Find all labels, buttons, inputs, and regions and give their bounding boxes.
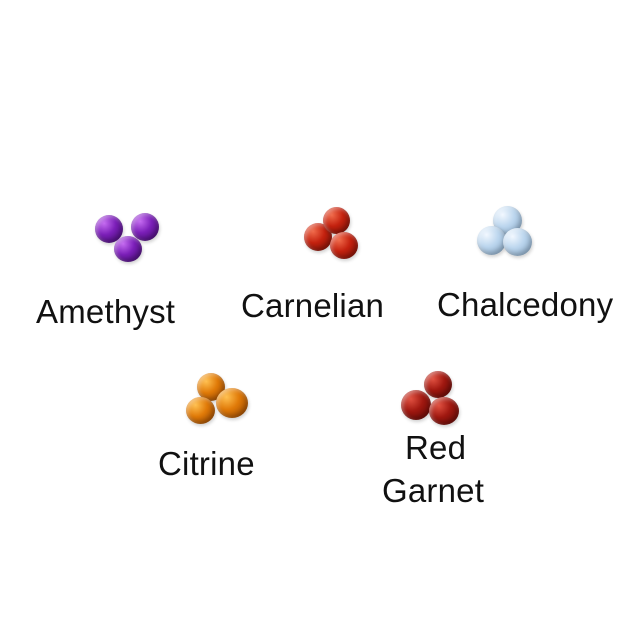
red-garnet-stone-2 bbox=[401, 390, 431, 420]
chalcedony-stone-2 bbox=[477, 226, 506, 255]
chalcedony-stone-3 bbox=[503, 228, 532, 256]
citrine-stone-3 bbox=[216, 388, 248, 418]
amethyst-stone-3 bbox=[114, 236, 142, 262]
red-garnet-stone-1 bbox=[424, 371, 452, 398]
amethyst-stone-2 bbox=[131, 213, 159, 241]
carnelian-stone-3 bbox=[330, 232, 358, 259]
red-garnet-label-line2: Garnet bbox=[382, 472, 485, 509]
amethyst-label: Amethyst bbox=[36, 293, 176, 330]
citrine-label: Citrine bbox=[158, 445, 255, 482]
red-garnet-label-line1: Red bbox=[405, 429, 467, 466]
citrine-stone-2 bbox=[186, 397, 215, 424]
red-garnet-stone-3 bbox=[429, 397, 459, 425]
carnelian-stone-2 bbox=[323, 207, 350, 234]
chalcedony-label: Chalcedony bbox=[437, 286, 614, 323]
carnelian-label: Carnelian bbox=[241, 287, 385, 324]
